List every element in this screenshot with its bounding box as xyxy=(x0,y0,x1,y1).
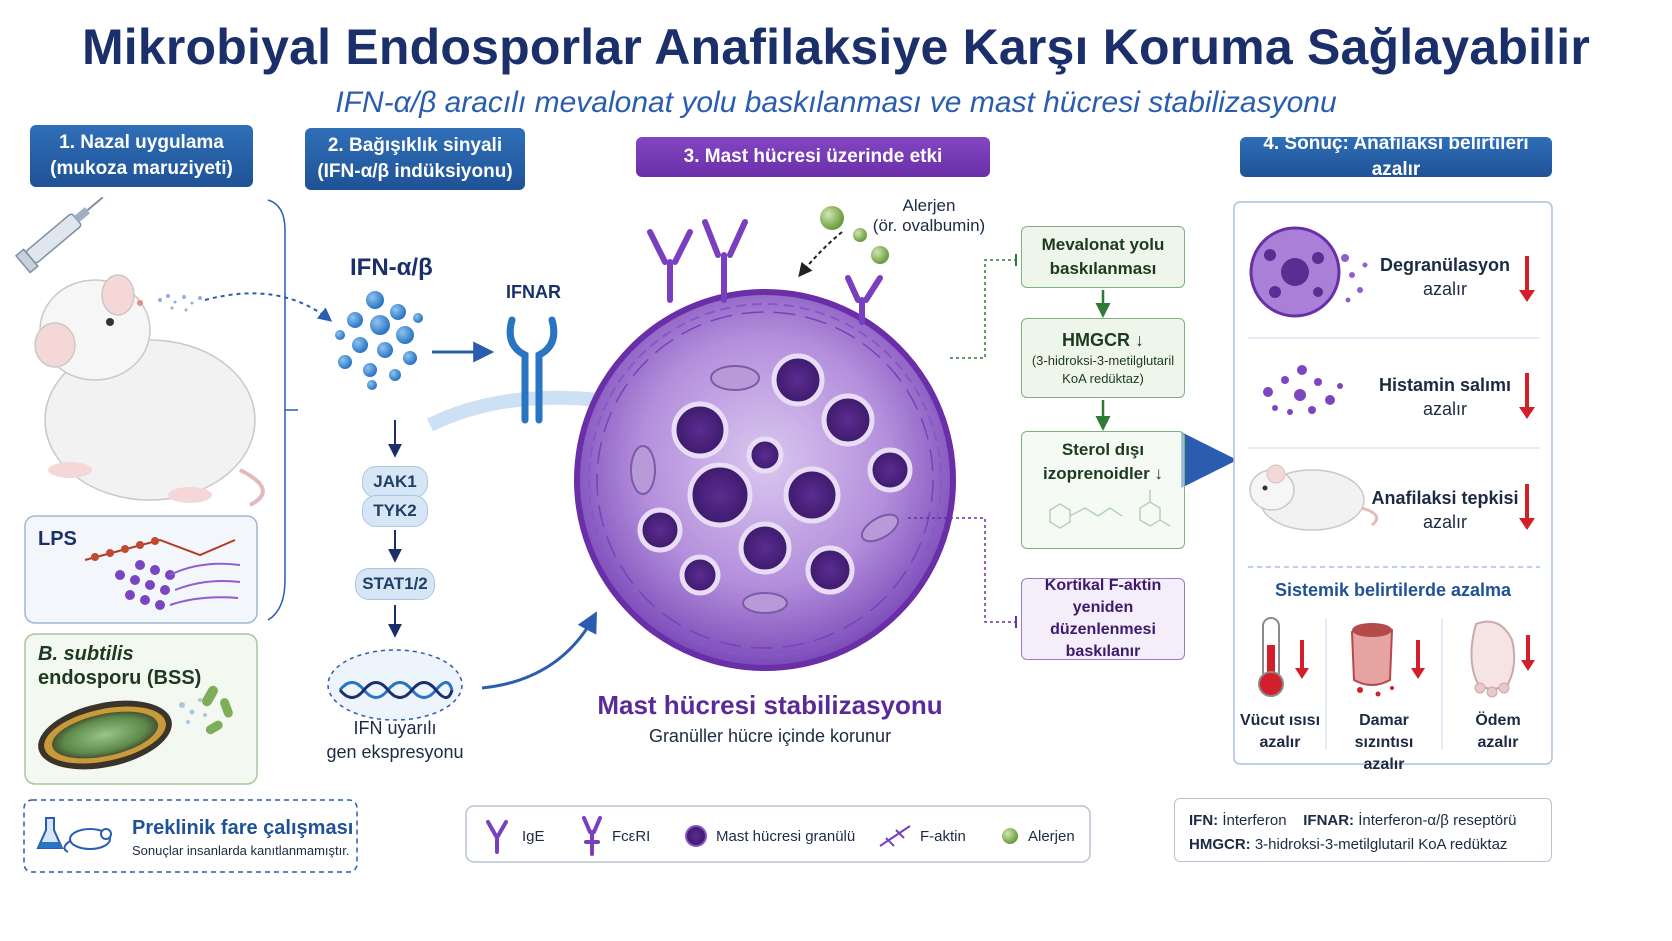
degranulating-cell-icon xyxy=(1249,226,1368,318)
step-3-header: 3. Mast hücresi üzerinde etki xyxy=(636,137,990,177)
ifnar-label: IFNAR xyxy=(506,282,561,302)
legend-fceri-label: FcεRI xyxy=(612,828,651,845)
systemic-title: Sistemik belirtilerde azalma xyxy=(1274,580,1512,600)
legend-fceri-icon xyxy=(582,816,602,856)
lps-label: LPS xyxy=(38,528,77,550)
membrane-arc xyxy=(426,390,601,432)
allergen-label: Alerjen(ör. ovalbumin) xyxy=(872,196,986,235)
lps-icon xyxy=(84,537,241,610)
tyk2-pill: TYK2 xyxy=(362,495,428,527)
legend-box xyxy=(465,805,1091,863)
page-subtitle: IFN-α/β aracılı mevalonat yolu baskılanm… xyxy=(335,86,1337,119)
note-card xyxy=(23,799,358,873)
left-bracket xyxy=(267,199,286,621)
spray-dots xyxy=(158,294,202,312)
stabilization-title: Mast hücresi stabilizasyonu xyxy=(597,690,943,720)
mast-cell-icon xyxy=(574,219,956,671)
abbreviations-box: IFN: İnterferon IFNAR: İnterferon-α/β re… xyxy=(1174,798,1552,862)
step-4-header: 4. Sonuç: Anafilaksi belirtileri azalır xyxy=(1240,133,1552,180)
mini-mouse-icon xyxy=(63,828,112,853)
legend-factin-icon xyxy=(879,825,911,847)
gene-to-cell-arrow xyxy=(481,611,597,690)
histamine-dots-icon xyxy=(1263,365,1343,415)
legend-ige-icon xyxy=(486,820,508,854)
step-2-header: 2. Bağışıklık sinyali (IFN-α/β indüksiyo… xyxy=(305,128,525,190)
allergen-arrow xyxy=(798,231,843,278)
page-title: Mikrobiyal Endosporlar Anafilaksiye Karş… xyxy=(81,19,1591,75)
legend-ige-label: IgE xyxy=(522,828,545,845)
hmgcr-box: HMGCR ↓ (3-hidroksi-3-metilglutaril KoA … xyxy=(1021,318,1185,398)
blood-vessel-icon xyxy=(1350,623,1394,697)
red-down-arrows xyxy=(1300,256,1530,670)
mouse-icon xyxy=(34,274,265,507)
ifn-label: IFN-α/β xyxy=(350,254,433,281)
note-title: Preklinik fare çalışması xyxy=(132,817,354,839)
dna-icon xyxy=(338,681,454,699)
results-panel xyxy=(1233,201,1553,765)
legend-allergen-icon xyxy=(1002,828,1018,844)
swollen-paw-icon xyxy=(1470,620,1516,698)
legend-granule-label: Mast hücresi granülü xyxy=(716,828,856,845)
connector-actin xyxy=(908,517,1018,623)
result-mouse-icon xyxy=(1249,464,1379,531)
connector-mevalonat xyxy=(950,259,1018,359)
allergen-dots xyxy=(820,206,889,264)
spore-icon xyxy=(38,685,233,770)
ifn-molecules xyxy=(335,291,423,390)
legend-allergen-label: Alerjen xyxy=(1028,828,1075,845)
spray-arrow xyxy=(204,292,333,322)
note-subtitle: Sonuçlar insanlarda kanıtlanmamıştır. xyxy=(132,843,350,858)
jak1-pill: JAK1 xyxy=(362,466,428,498)
red-arrowheads xyxy=(1295,290,1535,679)
ifnar-receptor-icon xyxy=(506,316,558,424)
stat-pill: STAT1/2 xyxy=(355,568,435,600)
legend-granule-icon xyxy=(685,825,707,847)
flask-icon xyxy=(36,817,64,849)
legend-factin-label: F-aktin xyxy=(920,828,966,845)
step-1-header: 1. Nazal uygulama (mukoza maruziyeti) xyxy=(30,125,253,187)
syringe-icon xyxy=(14,196,104,274)
stabilization-subtitle: Granüller hücre içinde korunur xyxy=(648,726,892,746)
thermometer-icon xyxy=(1258,617,1284,697)
